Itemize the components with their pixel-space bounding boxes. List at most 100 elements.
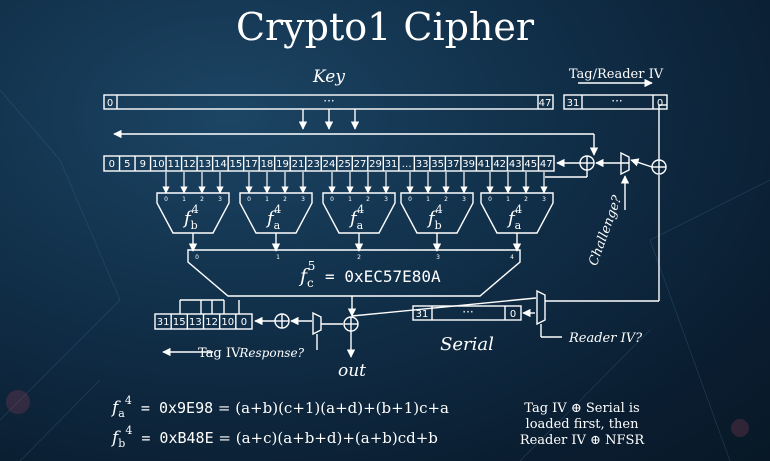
formula-fb-base: f xyxy=(110,428,121,448)
fc-pin-label: 0 xyxy=(195,254,199,261)
key-end: 47 xyxy=(539,98,552,109)
lfsr-cell: 42 xyxy=(493,159,506,170)
lfsr-cell: 17 xyxy=(245,159,258,170)
filter-pin-label: 0 xyxy=(408,196,412,203)
key-label: Key xyxy=(312,67,345,87)
filter-pin-label: 1 xyxy=(506,196,510,203)
response-mux xyxy=(312,311,322,336)
filter-sup: 4 xyxy=(192,203,199,216)
lfsr-cell: 31 xyxy=(385,159,398,170)
filter-pin-label: 0 xyxy=(247,196,251,203)
filter-sub: b xyxy=(435,219,442,232)
filter-pin-label: 1 xyxy=(182,196,186,203)
fc-value: = 0xEC57E80A xyxy=(315,267,441,286)
formula-fb-hex: = 0xB48E xyxy=(132,429,213,447)
lfsr-cell: 35 xyxy=(431,159,444,170)
lfsr-cell: 13 xyxy=(198,159,211,170)
fc-sub: c xyxy=(307,276,314,290)
filter-label: fa4 xyxy=(506,203,522,232)
filter-pin-label: 2 xyxy=(200,196,204,203)
lfsr-cell: 39 xyxy=(462,159,475,170)
filter-sup: 4 xyxy=(515,203,522,216)
filter-pin-label: 2 xyxy=(524,196,528,203)
serial-dots: ··· xyxy=(462,305,473,319)
tag-reader-iv-register xyxy=(563,94,668,110)
fc-label: fc5 = 0xEC57E80A xyxy=(298,259,441,290)
formula-fb-sup: 4 xyxy=(125,424,132,437)
filter-sub: b xyxy=(191,219,198,232)
lfsr-cell: 29 xyxy=(369,159,382,170)
lfsr-cell: 37 xyxy=(447,159,460,170)
serial-mux xyxy=(536,289,546,326)
filter-box xyxy=(322,192,396,234)
lfsr-cell: 33 xyxy=(416,159,429,170)
filter-pin-label: 3 xyxy=(384,196,388,203)
formula-fb-sub: b xyxy=(118,437,125,450)
fc-pin-label: 3 xyxy=(436,254,440,261)
lfsr-cell: 24 xyxy=(323,159,336,170)
note-line-3: Reader IV ⊕ NFSR xyxy=(520,433,646,448)
filter-sub: a xyxy=(357,219,364,232)
filter-pin-label: 1 xyxy=(426,196,430,203)
formula-fa-sub: a xyxy=(118,407,125,420)
lfsr-cell: 41 xyxy=(478,159,491,170)
filter-sup: 4 xyxy=(274,203,281,216)
tag-iv-cell: 0 xyxy=(241,317,247,328)
filter-sup: 4 xyxy=(436,203,443,216)
filter-pin-label: 3 xyxy=(218,196,222,203)
serial-start: 31 xyxy=(416,309,429,320)
out-label: out xyxy=(338,361,366,381)
filter-pin-label: 2 xyxy=(283,196,287,203)
lfsr-cell: 23 xyxy=(307,159,320,170)
filter-pin-label: 3 xyxy=(462,196,466,203)
key-dots: ··· xyxy=(323,94,334,108)
key-start: 0 xyxy=(107,98,113,109)
lfsr-cell: 15 xyxy=(230,159,243,170)
lfsr-register xyxy=(103,155,555,172)
serial-label: Serial xyxy=(440,334,494,355)
filter-pin-label: 3 xyxy=(542,196,546,203)
filter-pin-label: 2 xyxy=(444,196,448,203)
filter-sub: a xyxy=(515,219,522,232)
filter-pin-label: 1 xyxy=(265,196,269,203)
formula-fa-hex: = 0x9E98 xyxy=(132,399,213,417)
serial-end: 0 xyxy=(510,309,516,320)
reader-iv-label: Reader IV? xyxy=(568,331,643,346)
tag-reader-iv-start: 31 xyxy=(567,98,580,109)
filter-pin-label: 0 xyxy=(488,196,492,203)
tag-iv-label: Tag IV xyxy=(198,346,241,361)
background-glow xyxy=(6,390,749,437)
challenge-mux xyxy=(620,151,630,176)
tag-iv-cell: 13 xyxy=(189,317,202,328)
filter-pin-label: 2 xyxy=(366,196,370,203)
lfsr-cell: 21 xyxy=(292,159,305,170)
filter-pin-label: 0 xyxy=(164,196,168,203)
formula-fb: fb4 = 0xB48E = (a+c)(a+b+d)+(a+b)cd+b xyxy=(110,424,438,450)
lfsr-cell: 19 xyxy=(276,159,289,170)
lfsr-cell: 11 xyxy=(167,159,180,170)
filter-label: fa4 xyxy=(265,203,281,232)
filter-sup: 4 xyxy=(357,203,364,216)
filter-sub: a xyxy=(274,219,281,232)
lfsr-cell: 12 xyxy=(183,159,196,170)
lfsr-cell: 5 xyxy=(124,159,130,170)
tag-iv-cell: 10 xyxy=(221,317,234,328)
lfsr-cell: 0 xyxy=(109,159,115,170)
lfsr-cell: … xyxy=(402,159,412,170)
formula-fa: fa4 = 0x9E98 = (a+b)(c+1)(a+d)+(b+1)c+a xyxy=(110,394,449,420)
lfsr-cell: 9 xyxy=(140,159,146,170)
note-line-2: loaded first, then xyxy=(526,417,640,432)
formula-fa-expr: = (a+b)(c+1)(a+d)+(b+1)c+a xyxy=(213,399,449,417)
tag-reader-iv-label: Tag/Reader IV xyxy=(569,67,664,82)
formula-fa-base: f xyxy=(110,398,121,418)
filter-box xyxy=(156,192,230,234)
lfsr-cell: 45 xyxy=(524,159,537,170)
fc-sup: 5 xyxy=(308,259,316,273)
tag-iv-cell: 12 xyxy=(205,317,218,328)
filter-label: fa4 xyxy=(348,203,364,232)
tag-iv-cell: 31 xyxy=(157,317,170,328)
note-line-1: Tag IV ⊕ Serial is xyxy=(524,401,639,416)
lfsr-cell: 10 xyxy=(152,159,165,170)
